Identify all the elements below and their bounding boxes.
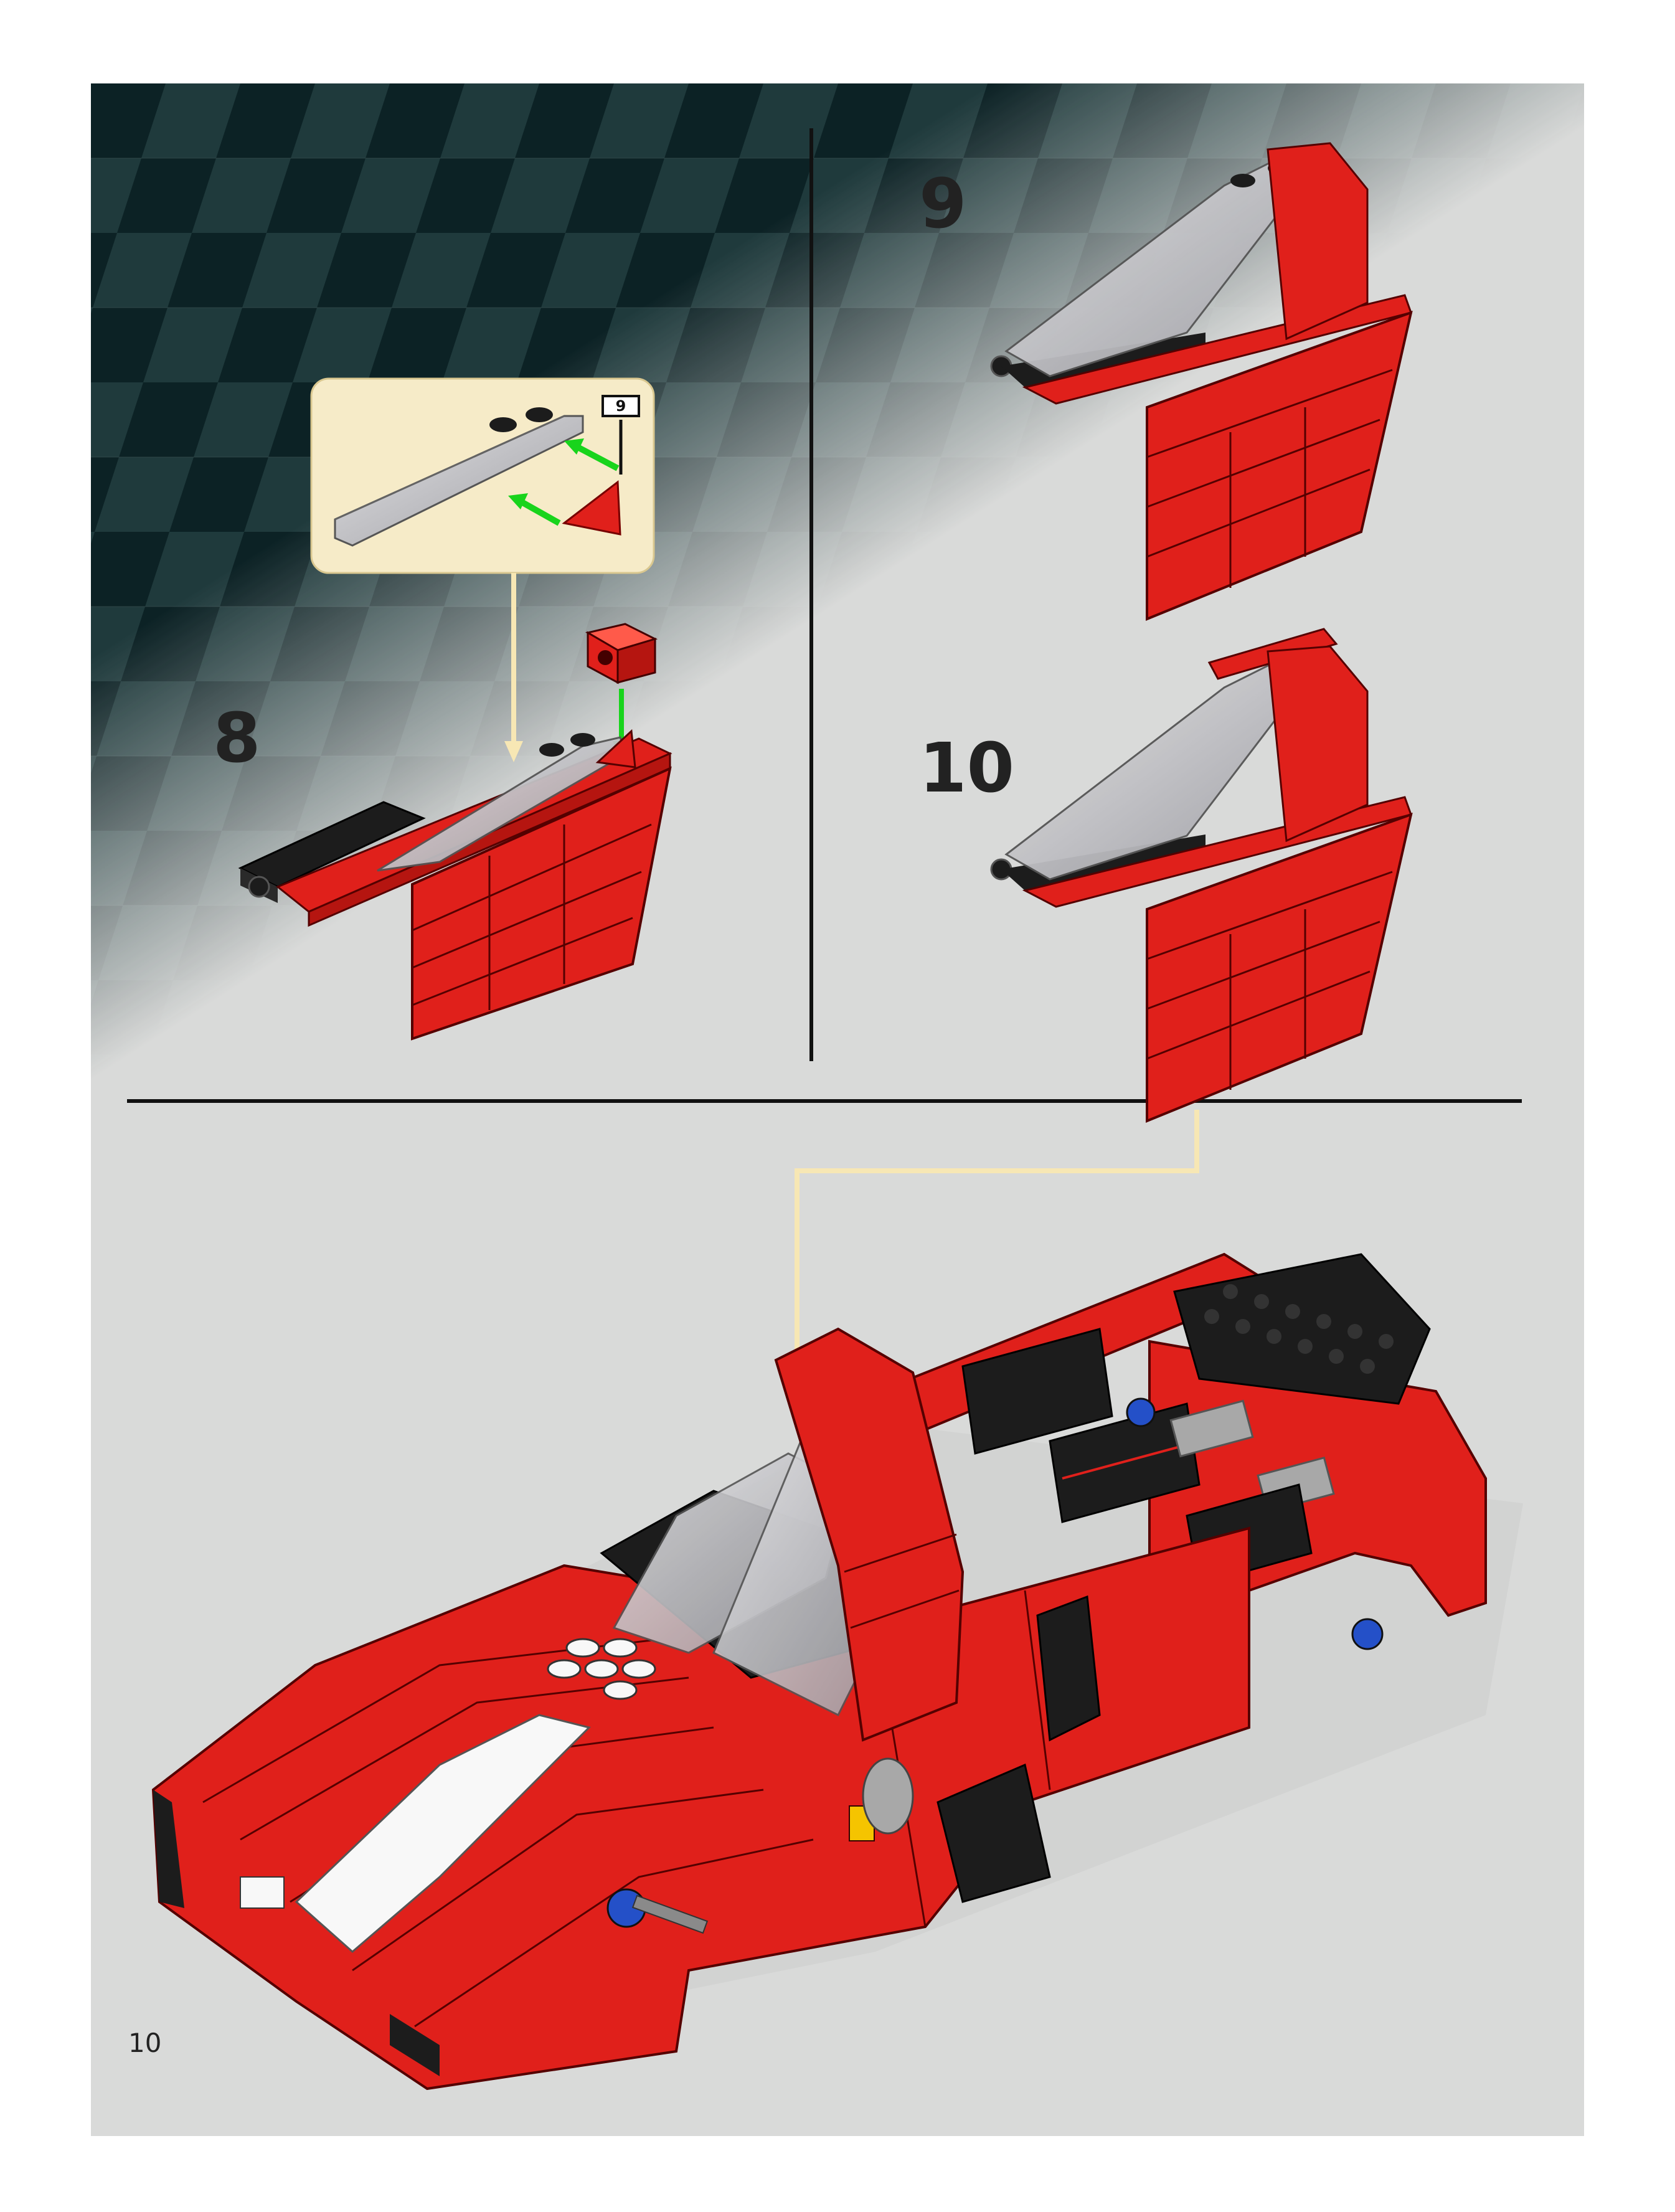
callout-green-arrows bbox=[508, 438, 620, 526]
page-number: 10 bbox=[128, 2028, 162, 2058]
ferrari-badge-icon bbox=[849, 1805, 875, 1841]
callout-slope-piece bbox=[334, 407, 584, 547]
car-cockpit bbox=[600, 1327, 1101, 1903]
callout-red-wedge bbox=[562, 480, 621, 536]
step-8-callout bbox=[310, 377, 655, 762]
front-badge-icon bbox=[240, 1876, 285, 1909]
callout-step-reference: 9 bbox=[602, 395, 640, 417]
car-engine bbox=[961, 1328, 1384, 1650]
instruction-page: 8 9 bbox=[91, 83, 1584, 2136]
step-number-10: 10 bbox=[919, 728, 1015, 808]
step-8-model bbox=[238, 623, 672, 1041]
car-assembly bbox=[151, 1110, 1523, 2091]
car-body bbox=[151, 1526, 1250, 2091]
assembly-arrow bbox=[795, 1110, 1199, 1370]
step-8-red-brick bbox=[585, 623, 658, 684]
step-number-9: 9 bbox=[919, 164, 967, 243]
dividers bbox=[127, 128, 1522, 1103]
step-9-model bbox=[990, 142, 1413, 621]
step-number-8: 8 bbox=[213, 698, 261, 778]
step-10-model bbox=[990, 628, 1413, 1123]
